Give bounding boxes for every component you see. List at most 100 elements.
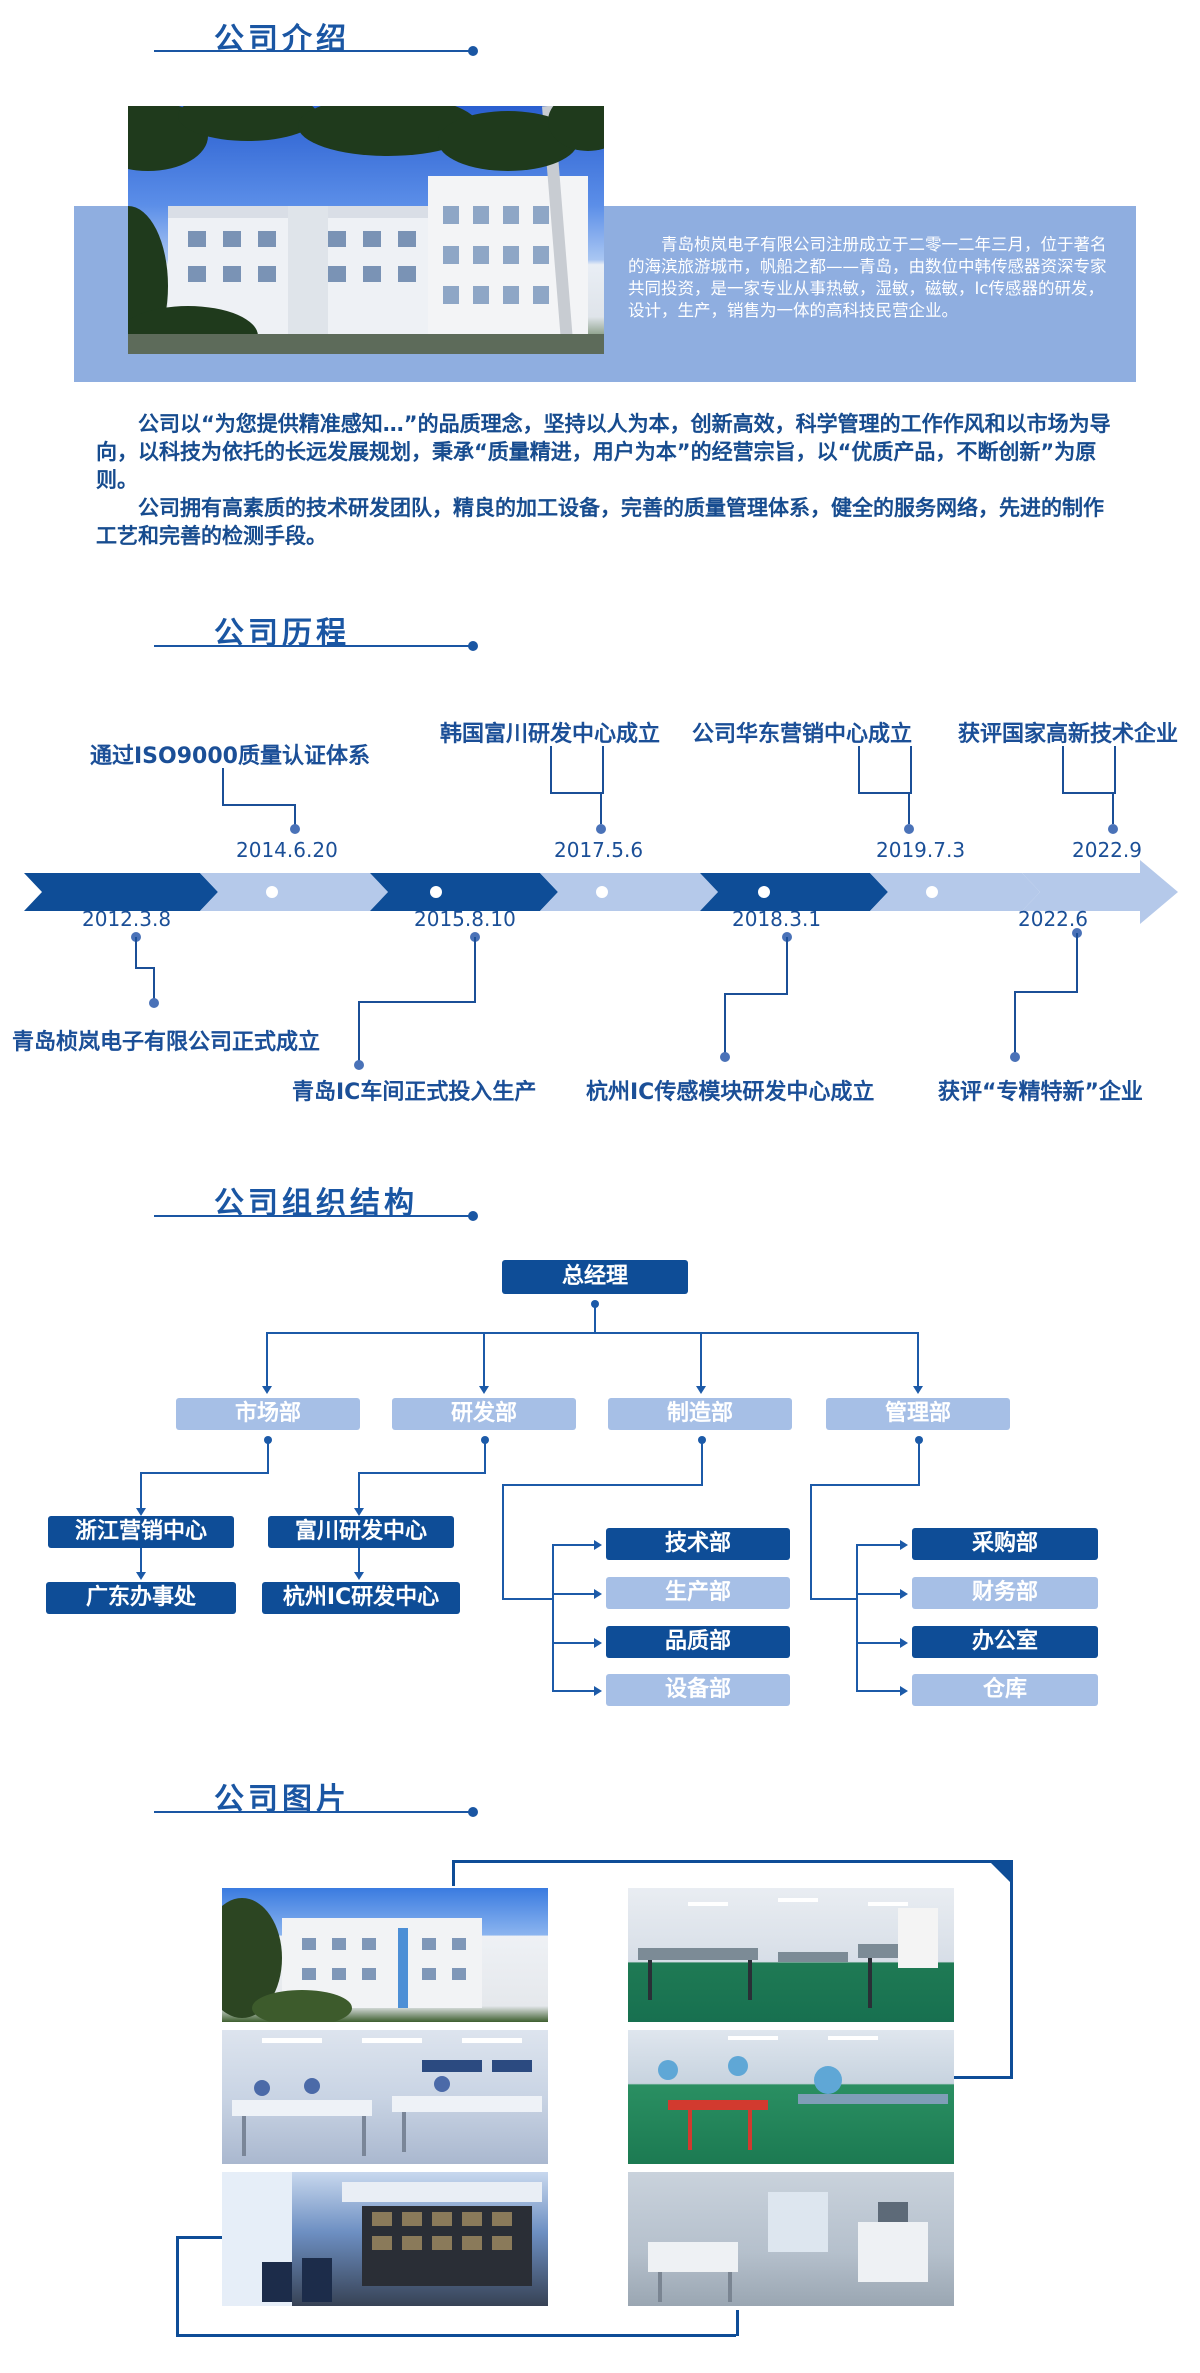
timeline-date: 2017.5.6 [554, 838, 644, 862]
photo-frame-line [176, 2334, 736, 2337]
photo-building-illustration [222, 1898, 482, 2022]
timeline-connector [358, 1001, 360, 1063]
org-unit-node: 广东办事处 [46, 1582, 236, 1614]
photo-office [222, 2172, 548, 2306]
photo-frame-line [452, 1860, 455, 1886]
org-connector [140, 1548, 142, 1576]
org-connector [502, 1484, 703, 1486]
timeline-connector [1112, 792, 1114, 824]
org-arrow [136, 1572, 146, 1580]
org-connector [266, 1332, 918, 1334]
org-connector [594, 1304, 596, 1334]
org-connector [856, 1642, 900, 1644]
org-arrow [900, 1686, 908, 1696]
org-department-node: 管理部 [826, 1398, 1010, 1430]
section-underline [154, 50, 472, 52]
org-arrow [900, 1589, 908, 1599]
section-underline [154, 645, 472, 647]
photo-frame-line [950, 2076, 1010, 2079]
timeline-event-label: 青岛IC车间正式投入生产 [292, 1080, 537, 1105]
timeline-date: 2014.6.20 [236, 838, 338, 862]
org-arrow [913, 1386, 923, 1394]
intro-paragraph-2: 公司拥有高素质的技术研发团队，精良的加工设备，完善的质量管理体系，健全的服务网络… [96, 496, 1104, 548]
photo-workshop-3 [628, 2030, 954, 2164]
photo-frame-line [176, 2236, 179, 2336]
org-arrow [900, 1638, 908, 1648]
intro-box-text: 青岛桢岚电子有限公司注册成立于二零一二年三月，位于著名的海滨旅游城市，帆船之都—… [628, 235, 1107, 320]
org-connector [552, 1544, 594, 1546]
intro-paragraph-1: 公司以“为您提供精准感知…”的品质理念，坚持以人为本，创新高效，科学管理的工作作… [96, 412, 1111, 492]
org-department-node: 市场部 [176, 1398, 360, 1430]
org-connector [856, 1544, 900, 1546]
org-connector [484, 1440, 486, 1474]
timeline-event-label: 公司华东营销中心成立 [692, 722, 913, 747]
photo-workshop-2 [222, 2030, 548, 2164]
timeline-connector [153, 967, 155, 1001]
building-illustration [128, 106, 604, 354]
photo-office-illustration [222, 2172, 542, 2306]
timeline-connector-dot [149, 998, 159, 1008]
org-arrow [136, 1508, 146, 1516]
org-unit-node: 办公室 [912, 1626, 1098, 1658]
timeline-connector [724, 937, 788, 995]
timeline-connector [294, 804, 296, 826]
org-connector [917, 1332, 919, 1386]
timeline-connector-dot [1108, 824, 1118, 834]
org-arrow [594, 1638, 602, 1648]
timeline-connector [358, 937, 476, 1003]
timeline-connector [222, 768, 296, 806]
timeline-date: 2018.3.1 [732, 907, 822, 931]
timeline-event-label: 青岛桢岚电子有限公司正式成立 [12, 1030, 321, 1055]
org-connector [918, 1440, 920, 1486]
org-unit-node: 采购部 [912, 1528, 1098, 1560]
timeline-date: 2022.6 [1018, 907, 1088, 931]
org-arrow [594, 1589, 602, 1599]
org-arrow [479, 1386, 489, 1394]
timeline-connector-dot [720, 1052, 730, 1062]
org-department-node: 研发部 [392, 1398, 576, 1430]
photo-workshop-illustration [658, 2036, 948, 2150]
photo-workshop-illustration [232, 2038, 542, 2156]
timeline-event-label: 韩国富川研发中心成立 [440, 722, 661, 747]
section-underline-dot [468, 1211, 478, 1221]
photo-lab [628, 2172, 954, 2306]
section-underline-dot [468, 641, 478, 651]
org-connector [700, 1332, 702, 1386]
section-underline [154, 1811, 472, 1813]
org-arrow [354, 1508, 364, 1516]
timeline-event-label: 获评“专精特新”企业 [938, 1080, 1143, 1105]
org-arrow [594, 1686, 602, 1696]
org-connector [856, 1544, 858, 1690]
timeline-arrow [24, 860, 1178, 924]
org-connector [140, 1472, 269, 1474]
photo-workshop-illustration [638, 1898, 938, 2008]
timeline-connector-dot [354, 1060, 364, 1070]
org-connector [701, 1440, 703, 1486]
timeline-date: 2019.7.3 [876, 838, 966, 862]
timeline-event-label: 通过ISO9000质量认证体系 [90, 744, 370, 769]
org-root-node: 总经理 [502, 1260, 688, 1294]
timeline-connector-dot [596, 824, 606, 834]
timeline-date: 2015.8.10 [414, 907, 516, 931]
org-arrow [354, 1572, 364, 1580]
photo-building [222, 1888, 548, 2022]
org-unit-node: 生产部 [606, 1577, 790, 1609]
timeline-connector [1014, 933, 1078, 993]
org-unit-node: 技术部 [606, 1528, 790, 1560]
org-connector [358, 1548, 360, 1576]
org-connector [483, 1332, 485, 1386]
org-unit-node: 富川研发中心 [268, 1516, 454, 1548]
timeline-connector [550, 746, 604, 794]
org-connector [267, 1440, 269, 1474]
org-unit-node: 杭州IC研发中心 [262, 1582, 460, 1614]
timeline-marker [430, 886, 442, 898]
photo-workshop-1 [628, 1888, 954, 2022]
org-connector [502, 1484, 504, 1600]
timeline-marker [926, 886, 938, 898]
org-connector [552, 1690, 594, 1692]
timeline-event-label: 获评国家高新技术企业 [958, 722, 1179, 747]
org-arrow [696, 1386, 706, 1394]
timeline-connector [858, 746, 912, 794]
photo-frame-line [736, 2310, 739, 2336]
org-connector [856, 1690, 900, 1692]
